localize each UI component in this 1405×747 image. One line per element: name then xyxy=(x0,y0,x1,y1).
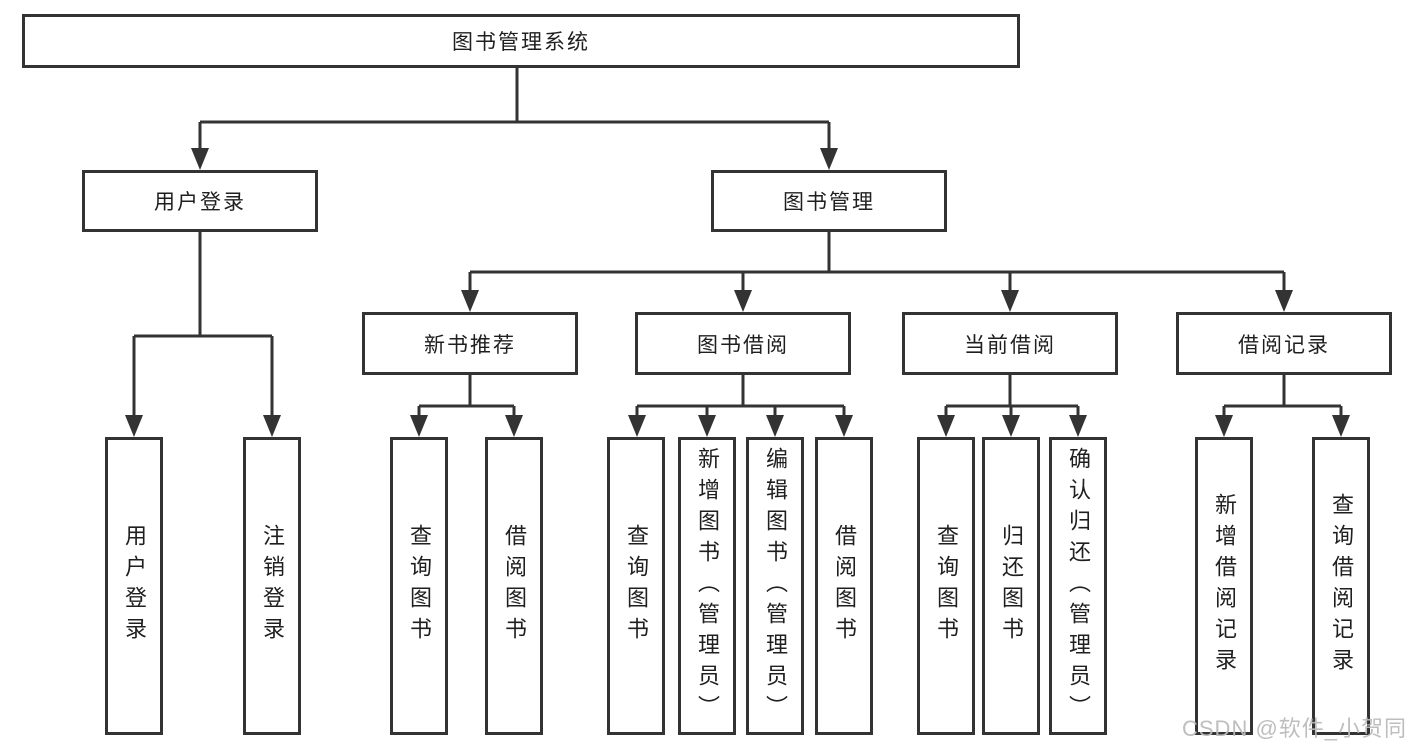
node-label: 图书借阅 xyxy=(697,333,789,357)
leaf-label: 查询借阅记录 xyxy=(1329,493,1354,679)
node-new-book-recommend: 新书推荐 xyxy=(362,312,578,375)
leaf-add-books-admin: 新增图书（管理员） xyxy=(678,437,736,735)
leaf-borrow-books: 借阅图书 xyxy=(815,437,873,735)
leaf-query-books-borrow: 查询图书 xyxy=(607,437,665,735)
leaf-logout: 注销登录 xyxy=(243,437,301,735)
node-label: 当前借阅 xyxy=(964,333,1056,357)
leaf-confirm-return-admin: 确认归还（管理员） xyxy=(1049,437,1107,735)
arrowhead-icons xyxy=(125,148,1350,437)
leaf-query-borrow-record: 查询借阅记录 xyxy=(1312,437,1370,735)
leaf-label: 注销登录 xyxy=(260,524,285,648)
leaf-label: 新增图书（管理员） xyxy=(695,446,720,726)
node-label: 用户登录 xyxy=(154,191,246,214)
leaf-label: 查询图书 xyxy=(407,524,432,648)
leaf-query-books-current: 查询图书 xyxy=(917,437,975,735)
leaf-label: 查询图书 xyxy=(934,524,959,648)
node-library-management-system: 图书管理系统 xyxy=(22,14,1020,68)
leaf-edit-books-admin: 编辑图书（管理员） xyxy=(746,437,804,735)
node-label: 新书推荐 xyxy=(424,333,516,357)
leaf-query-books-recommend: 查询图书 xyxy=(390,437,448,735)
leaf-label: 归还图书 xyxy=(999,524,1024,648)
leaf-label: 用户登录 xyxy=(122,524,147,648)
leaf-add-borrow-record: 新增借阅记录 xyxy=(1195,437,1253,735)
node-book-management: 图书管理 xyxy=(711,170,947,232)
leaf-label: 查询图书 xyxy=(624,524,649,648)
node-borrow-records: 借阅记录 xyxy=(1176,312,1392,375)
leaf-label: 借阅图书 xyxy=(832,524,857,648)
node-label: 借阅记录 xyxy=(1238,333,1330,357)
node-user-login: 用户登录 xyxy=(82,170,318,232)
leaf-label: 借阅图书 xyxy=(502,524,527,648)
node-book-borrow: 图书借阅 xyxy=(635,312,851,375)
leaf-label: 新增借阅记录 xyxy=(1212,493,1237,679)
node-current-borrow: 当前借阅 xyxy=(902,312,1118,375)
leaf-label: 确认归还（管理员） xyxy=(1066,446,1091,726)
leaf-borrow-books-recommend: 借阅图书 xyxy=(485,437,543,735)
csdn-watermark: CSDN @软件_小贺同学 xyxy=(1182,716,1405,741)
leaf-user-login: 用户登录 xyxy=(105,437,163,735)
leaf-return-books: 归还图书 xyxy=(982,437,1040,735)
leaf-label: 编辑图书（管理员） xyxy=(763,446,788,726)
node-label: 图书管理系统 xyxy=(452,31,590,54)
node-label: 图书管理 xyxy=(783,191,875,214)
